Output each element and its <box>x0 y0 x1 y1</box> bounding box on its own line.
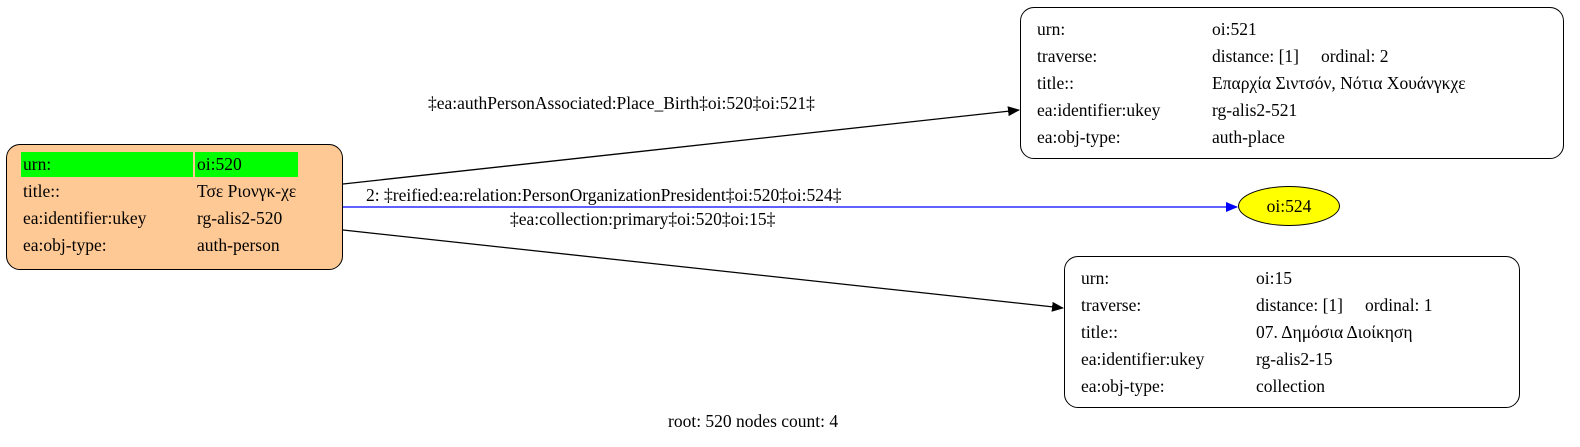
node-oi-15[interactable]: urn: oi:15 traverse: distance: [1] ordina… <box>1064 256 1520 408</box>
row-value: rg-alis2-521 <box>1212 100 1298 120</box>
row-key: traverse: <box>1037 46 1098 66</box>
row-key: urn: <box>1081 268 1110 288</box>
traverse-ordinal: ordinal: 2 <box>1320 46 1389 66</box>
edge-root-to-521 <box>342 106 1020 185</box>
node-oi-524[interactable]: oi:524 <box>1238 186 1340 226</box>
row-key: ea:identifier:ukey <box>1037 100 1161 120</box>
node-row-urn: urn: oi:15 <box>1079 266 1435 291</box>
row-key: ea:obj-type: <box>23 235 107 255</box>
node-row-type: ea:obj-type: collection <box>1079 374 1435 399</box>
node-oi-520[interactable]: urn: oi:520 title:: Τσε Ριονγκ-χε ea:ide… <box>6 144 343 270</box>
traverse-distance: distance: [1] <box>1212 46 1299 66</box>
row-value: collection <box>1256 376 1326 396</box>
node-row-traverse: traverse: distance: [1] ordinal: 1 <box>1079 293 1435 318</box>
row-key: title:: <box>1037 73 1074 93</box>
node-row-title: title:: Επαρχία Σιντσόν, Νότια Χουάνγκχε <box>1035 71 1468 96</box>
row-value: auth-person <box>197 235 280 255</box>
node-oi-15-table: urn: oi:15 traverse: distance: [1] ordina… <box>1077 264 1437 401</box>
row-value: Τσε Ριονγκ-χε <box>197 181 297 201</box>
row-value: distance: [1] ordinal: 1 <box>1254 293 1435 318</box>
row-value: oi:521 <box>1212 19 1257 39</box>
row-value: distance: [1] ordinal: 2 <box>1210 44 1468 69</box>
node-row-title: title:: Τσε Ριονγκ-χε <box>21 179 298 204</box>
row-key: ea:identifier:ukey <box>23 208 147 228</box>
node-row-type: ea:obj-type: auth-place <box>1035 125 1468 150</box>
row-value: Επαρχία Σιντσόν, Νότια Χουάνγκχε <box>1212 73 1466 93</box>
node-oi-521[interactable]: urn: oi:521 traverse: distance: [1] ordin… <box>1020 7 1564 159</box>
row-key: ea:obj-type: <box>1081 376 1165 396</box>
edge-root-to-15 <box>342 229 1064 312</box>
row-value: oi:15 <box>1256 268 1292 288</box>
row-value: auth-place <box>1212 127 1285 147</box>
node-row-urn: urn: oi:520 <box>21 152 299 177</box>
node-row-urn: urn: oi:521 <box>1035 17 1468 42</box>
row-key: urn: <box>1037 19 1066 39</box>
edge-label-to-15: ‡ea:collection:primary‡oi:520‡oi:15‡ <box>510 209 776 229</box>
edge-label-to-521: ‡ea:authPersonAssociated:Place_Birth‡oi:… <box>428 93 815 113</box>
row-key: ea:identifier:ukey <box>1081 349 1205 369</box>
node-oi-520-table: urn: oi:520 title:: Τσε Ριονγκ-χε ea:ide… <box>19 150 300 260</box>
row-key: ea:obj-type: <box>1037 127 1121 147</box>
row-key: title:: <box>23 181 60 201</box>
row-value: rg-alis2-520 <box>197 208 283 228</box>
row-value: 07. Δημόσια Διοίκηση <box>1256 322 1413 342</box>
graph-footer: root: 520 nodes count: 4 <box>668 411 839 431</box>
node-oi-524-label: oi:524 <box>1266 195 1312 216</box>
node-row-title: title:: 07. Δημόσια Διοίκηση <box>1079 320 1435 345</box>
row-key: title:: <box>1081 322 1118 342</box>
row-key: urn: <box>21 152 193 177</box>
traverse-distance: distance: [1] <box>1256 295 1343 315</box>
row-value: rg-alis2-15 <box>1256 349 1333 369</box>
node-oi-521-table: urn: oi:521 traverse: distance: [1] ordin… <box>1033 15 1470 152</box>
row-value: oi:520 <box>195 152 299 177</box>
row-key: traverse: <box>1081 295 1142 315</box>
node-row-ukey: ea:identifier:ukey rg-alis2-521 <box>1035 98 1468 123</box>
traverse-ordinal: ordinal: 1 <box>1364 295 1433 315</box>
node-row-ukey: ea:identifier:ukey rg-alis2-15 <box>1079 347 1435 372</box>
node-row-type: ea:obj-type: auth-person <box>21 233 298 258</box>
node-row-ukey: ea:identifier:ukey rg-alis2-520 <box>21 206 298 231</box>
edge-label-to-524: 2: ‡reified:ea:relation:PersonOrganizati… <box>366 185 842 205</box>
node-row-traverse: traverse: distance: [1] ordinal: 2 <box>1035 44 1468 69</box>
